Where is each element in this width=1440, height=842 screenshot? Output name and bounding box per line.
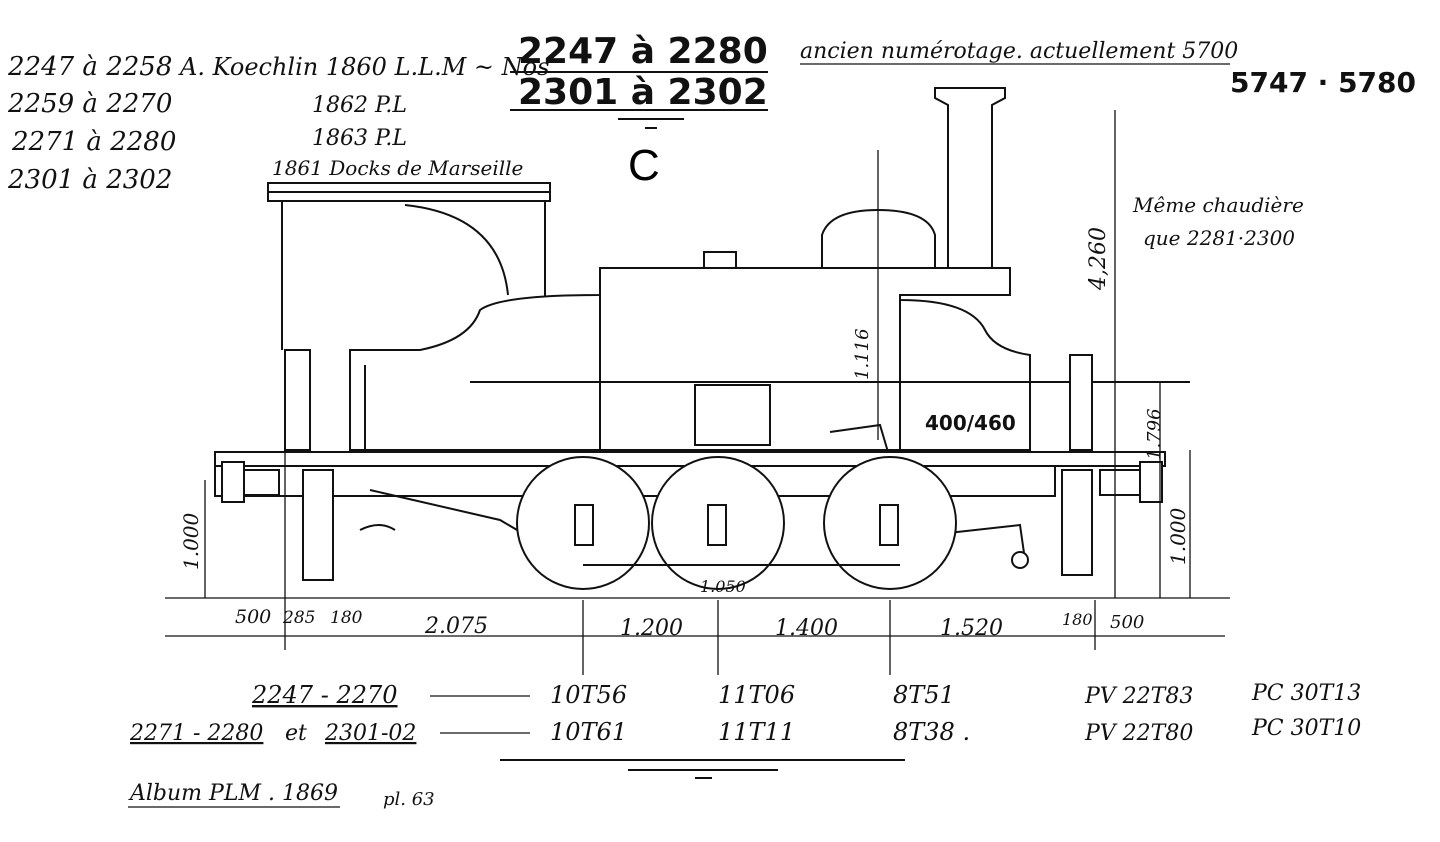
dim-h-7: 1.520 bbox=[940, 616, 1003, 641]
class-letter: C bbox=[628, 141, 660, 190]
builder-1: A. Koechlin 1860 L.L.M ~ Nos bbox=[178, 53, 549, 81]
new-numbers: 5747 · 5780 bbox=[1230, 66, 1416, 99]
number-ranges: 2247 à 2258 A. Koechlin 1860 L.L.M ~ Nos… bbox=[7, 52, 549, 195]
dimension-lines bbox=[165, 110, 1230, 675]
dimension-labels: 4,260 1.116 1.796 1.000 1.000 400/460 1.… bbox=[179, 227, 1190, 641]
weight-2-pc: PC 30T10 bbox=[1251, 716, 1361, 741]
weights-table: 2247 - 2270 10T56 11T06 8T51 PV 22T83 PC… bbox=[129, 681, 1361, 779]
album-reference: Album PLM . 1869 bbox=[128, 781, 338, 806]
weight-1-axle2: 11T06 bbox=[718, 681, 795, 709]
dim-h-4: 2.075 bbox=[424, 614, 488, 639]
dim-wheel-diameter: 1.050 bbox=[700, 577, 746, 596]
dim-tank-height: 1.116 bbox=[852, 328, 873, 380]
dim-h-1: 500 bbox=[235, 606, 271, 628]
plate-reference: pl. 63 bbox=[383, 789, 435, 810]
wheels bbox=[516, 456, 957, 590]
title-line-2: 2301 à 2302 bbox=[518, 72, 768, 113]
title-block: 2247 à 2280 2301 à 2302 C ancien numérot… bbox=[510, 31, 1416, 250]
dim-h-9: 500 bbox=[1110, 612, 1144, 633]
builder-4: 1861 Docks de Marseille bbox=[272, 156, 523, 180]
range-3: 2271 à 2280 bbox=[11, 127, 176, 157]
dim-h-8: 180 bbox=[1062, 610, 1093, 629]
weight-1-pc: PC 30T13 bbox=[1251, 681, 1361, 706]
weights-and: et bbox=[285, 721, 307, 746]
weight-2-axle2: 11T11 bbox=[718, 718, 795, 746]
weights-series-2b: 2301-02 bbox=[324, 721, 416, 746]
boiler-note-1: Même chaudière bbox=[1132, 193, 1304, 217]
dim-cylinder: 400/460 bbox=[925, 411, 1016, 435]
dim-buffer-right: 1.000 bbox=[1166, 507, 1190, 565]
dim-buffer-left: 1.000 bbox=[179, 512, 203, 570]
weights-series-2a: 2271 - 2280 bbox=[129, 721, 263, 746]
range-4: 2301 à 2302 bbox=[7, 165, 172, 195]
builder-2: 1862 P.L bbox=[312, 93, 407, 118]
weight-2-pv: PV 22T80 bbox=[1084, 721, 1193, 746]
weight-2-axle3: 8T38 . bbox=[893, 718, 970, 746]
weight-2-axle1: 10T61 bbox=[550, 718, 627, 746]
dim-frame-height: 1.796 bbox=[1144, 408, 1165, 460]
range-1: 2247 à 2258 bbox=[7, 52, 172, 82]
boiler-note-2: que 2281·2300 bbox=[1143, 226, 1295, 250]
weight-1-axle1: 10T56 bbox=[550, 681, 627, 709]
source-reference: Album PLM . 1869 pl. 63 bbox=[128, 781, 435, 810]
range-2: 2259 à 2270 bbox=[7, 89, 172, 119]
dim-h-3: 180 bbox=[330, 608, 363, 628]
dim-h-5: 1.200 bbox=[620, 616, 683, 641]
title-line-1: 2247 à 2280 bbox=[518, 31, 768, 72]
weight-1-pv: PV 22T83 bbox=[1084, 684, 1193, 709]
dim-total-height: 4,260 bbox=[1086, 227, 1111, 291]
old-numbering-note: ancien numérotage. actuellement 5700 bbox=[800, 39, 1238, 64]
dim-h-2: 285 bbox=[282, 608, 315, 628]
dim-h-6: 1.400 bbox=[775, 616, 838, 641]
builder-3: 1863 P.L bbox=[312, 126, 407, 151]
weight-1-axle3: 8T51 bbox=[893, 681, 955, 709]
weights-series-1: 2247 - 2270 bbox=[251, 681, 398, 709]
